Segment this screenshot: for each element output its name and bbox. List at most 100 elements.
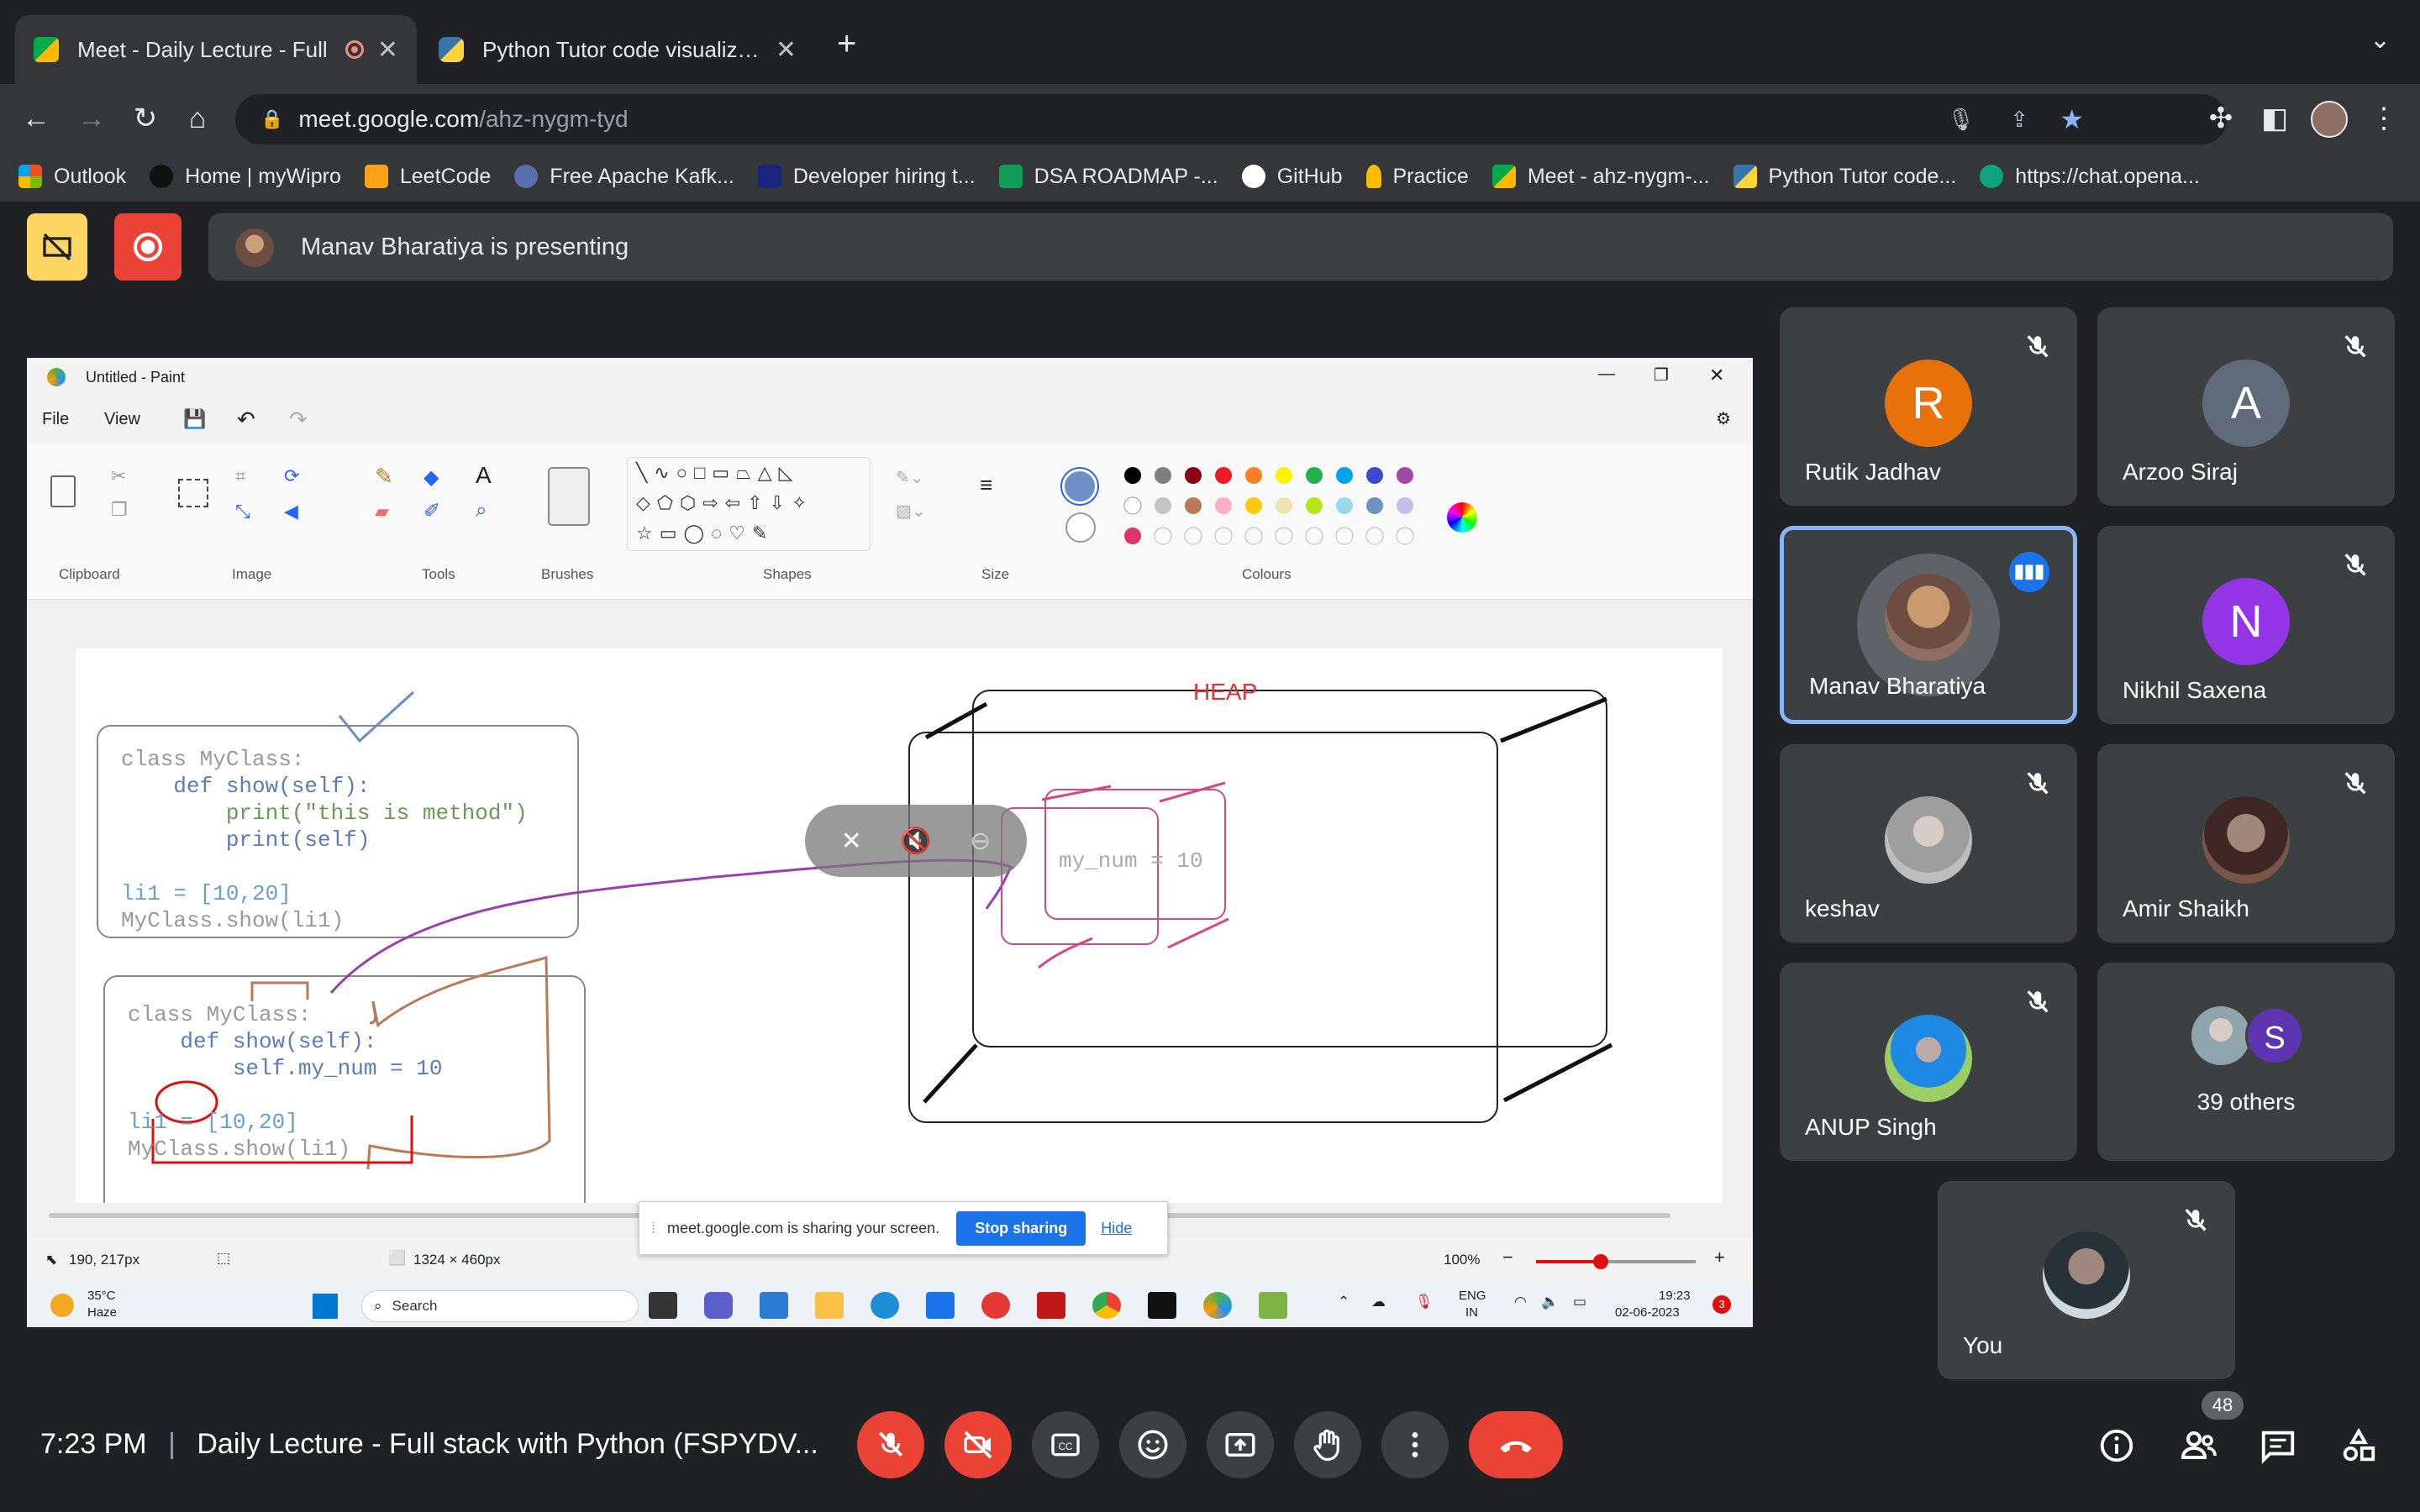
volume-icon[interactable]: 🔈 bbox=[1541, 1294, 1560, 1310]
close-tab-icon[interactable]: ✕ bbox=[376, 35, 398, 64]
presentation-layout-button[interactable] bbox=[27, 213, 87, 281]
others-tile[interactable]: S 39 others bbox=[2097, 963, 2395, 1161]
mic-icon[interactable]: 🎙 bbox=[1946, 106, 1975, 132]
edit-colours-icon[interactable] bbox=[1447, 502, 1477, 533]
participant-tile[interactable]: R Rutik Jadhav bbox=[1780, 307, 2077, 506]
participant-tile[interactable]: A Arzoo Siraj bbox=[2097, 307, 2395, 506]
clock-date[interactable]: 02-06-2023 bbox=[1615, 1305, 1680, 1320]
back-arrow-icon[interactable]: ← bbox=[22, 102, 50, 134]
zoom-in-icon[interactable]: + bbox=[1714, 1247, 1725, 1268]
forward-arrow-icon[interactable]: → bbox=[77, 102, 106, 134]
colour-palette[interactable] bbox=[1123, 465, 1459, 558]
file-explorer-icon[interactable] bbox=[815, 1292, 844, 1319]
close-window-icon[interactable]: ✕ bbox=[1709, 365, 1725, 386]
people-button[interactable] bbox=[2178, 1425, 2220, 1467]
drawing-canvas[interactable]: HEAP class MyClass: def show(self): prin… bbox=[76, 648, 1723, 1203]
side-panel-icon[interactable]: ◧ bbox=[2260, 102, 2289, 134]
zoom-slider[interactable] bbox=[1536, 1254, 1696, 1269]
colour2-swatch[interactable] bbox=[1065, 512, 1096, 543]
select-icon[interactable] bbox=[178, 479, 208, 507]
tray-mic-icon[interactable]: 🎙 bbox=[1415, 1294, 1434, 1310]
bookmark-chatgpt[interactable]: https://chat.opena... bbox=[1980, 165, 2200, 189]
mic-toggle-button[interactable] bbox=[857, 1411, 924, 1478]
tab-meet[interactable]: Meet - Daily Lecture - Full ✕ bbox=[15, 15, 417, 84]
share-icon[interactable]: ⇪ bbox=[2010, 106, 2028, 132]
bookmark-star-icon[interactable]: ★ bbox=[2060, 104, 2084, 134]
wifi-icon[interactable]: ◠ bbox=[1514, 1294, 1527, 1310]
participant-tile[interactable]: N Nikhil Saxena bbox=[2097, 526, 2395, 724]
chat-button[interactable] bbox=[2257, 1425, 2299, 1467]
bookmark-outlook[interactable]: Outlook bbox=[18, 165, 126, 189]
pycharm-icon[interactable] bbox=[1148, 1292, 1176, 1319]
raise-hand-button[interactable] bbox=[1294, 1411, 1361, 1478]
store-icon[interactable] bbox=[760, 1292, 788, 1319]
outline-icon[interactable]: ✎⌄ bbox=[896, 469, 924, 487]
bookmark-leetcode[interactable]: LeetCode bbox=[364, 165, 491, 189]
menu-file[interactable]: File bbox=[42, 410, 70, 428]
launcher-icon[interactable] bbox=[926, 1292, 955, 1319]
save-icon[interactable]: 💾 bbox=[183, 408, 207, 429]
minimize-icon[interactable]: — bbox=[1598, 365, 1615, 383]
volume-off-icon[interactable]: 🔇 bbox=[900, 827, 932, 855]
opera-icon[interactable] bbox=[981, 1292, 1010, 1319]
color-picker-icon[interactable]: ✐ bbox=[424, 500, 441, 522]
menu-view[interactable]: View bbox=[104, 410, 140, 428]
paste-icon[interactable] bbox=[50, 475, 76, 507]
hide-link[interactable]: Hide bbox=[1101, 1219, 1133, 1236]
activities-button[interactable] bbox=[2338, 1425, 2380, 1467]
tray-cloud-icon[interactable]: ☁ bbox=[1371, 1294, 1386, 1310]
bookmark-kafka[interactable]: Free Apache Kafk... bbox=[514, 165, 734, 189]
pencil-icon[interactable]: ✎ bbox=[375, 464, 393, 489]
undo-icon[interactable]: ↶ bbox=[237, 407, 255, 432]
bookmark-developer-hiring[interactable]: Developer hiring t... bbox=[757, 165, 976, 189]
task-view-icon[interactable] bbox=[649, 1292, 677, 1319]
magnifier-icon[interactable]: ⌕ bbox=[476, 499, 487, 522]
lang-line2[interactable]: IN bbox=[1465, 1305, 1478, 1320]
bookmark-meet[interactable]: Meet - ahz-nygm-... bbox=[1491, 165, 1710, 189]
bookmark-python-tutor[interactable]: Python Tutor code... bbox=[1733, 165, 1956, 189]
copy-icon[interactable]: ❐ bbox=[111, 499, 128, 520]
new-tab-button[interactable]: + bbox=[837, 25, 857, 62]
restore-icon[interactable]: ❐ bbox=[1654, 366, 1669, 385]
bookmark-mywipro[interactable]: Home | myWipro bbox=[150, 165, 341, 189]
captions-button[interactable]: CC bbox=[1032, 1411, 1099, 1478]
size-icon[interactable]: ≡ bbox=[980, 472, 993, 497]
fill-style-icon[interactable]: ▨⌄ bbox=[896, 502, 926, 521]
bookmark-dsa-roadmap[interactable]: DSA ROADMAP -... bbox=[998, 165, 1218, 189]
drag-handle-icon[interactable]: ⁞ bbox=[651, 1219, 656, 1236]
zoom-slider-thumb[interactable] bbox=[1593, 1254, 1608, 1269]
camera-toggle-button[interactable] bbox=[944, 1411, 1012, 1478]
edge-icon[interactable] bbox=[871, 1292, 899, 1319]
profile-avatar[interactable] bbox=[2311, 101, 2348, 138]
stop-sharing-button[interactable]: Stop sharing bbox=[956, 1210, 1086, 1246]
tab-search-icon[interactable]: ⌄ bbox=[2370, 26, 2391, 54]
fill-icon[interactable]: ◆ bbox=[424, 466, 439, 489]
paint-task-icon[interactable] bbox=[1203, 1292, 1232, 1319]
recording-button[interactable] bbox=[114, 213, 182, 281]
zoom-out-icon[interactable]: − bbox=[1502, 1247, 1513, 1268]
clock-time[interactable]: 19:23 bbox=[1659, 1289, 1691, 1303]
rotate-icon[interactable]: ⟳ bbox=[284, 465, 300, 486]
mcafee-icon[interactable] bbox=[1037, 1292, 1065, 1319]
reactions-button[interactable] bbox=[1119, 1411, 1186, 1478]
tray-chevron-icon[interactable]: ⌃ bbox=[1338, 1294, 1350, 1310]
windows-start-icon[interactable] bbox=[313, 1294, 338, 1319]
share-settings-icon[interactable]: ⚙ bbox=[1716, 410, 1731, 428]
battery-icon[interactable]: ▭ bbox=[1573, 1294, 1587, 1310]
eraser-icon[interactable]: ▰ bbox=[375, 501, 389, 522]
palette-swatches[interactable] bbox=[1123, 465, 1459, 558]
redo-icon[interactable]: ↷ bbox=[289, 407, 308, 432]
taskbar-search-box[interactable]: ⌕Search bbox=[361, 1290, 639, 1322]
lang-line1[interactable]: ENG bbox=[1459, 1289, 1486, 1303]
reload-icon[interactable]: ↻ bbox=[133, 102, 158, 134]
meeting-details-button[interactable] bbox=[2096, 1425, 2138, 1467]
bookmark-practice[interactable]: Practice bbox=[1365, 165, 1469, 189]
chrome-icon[interactable] bbox=[1092, 1292, 1121, 1319]
cut-icon[interactable]: ✂ bbox=[111, 465, 127, 486]
brush-icon[interactable] bbox=[548, 467, 590, 526]
close-tab-icon[interactable]: ✕ bbox=[775, 35, 797, 64]
teams-icon[interactable] bbox=[704, 1292, 733, 1319]
present-button[interactable] bbox=[1207, 1411, 1274, 1478]
shapes-gallery[interactable]: ╲∿○□▭⏢△◺◇⬠⬡⇨⇦⇧⇩✧☆▭◯◌♡✎ bbox=[627, 457, 871, 551]
participant-tile[interactable]: ANUP Singh bbox=[1780, 963, 2077, 1161]
